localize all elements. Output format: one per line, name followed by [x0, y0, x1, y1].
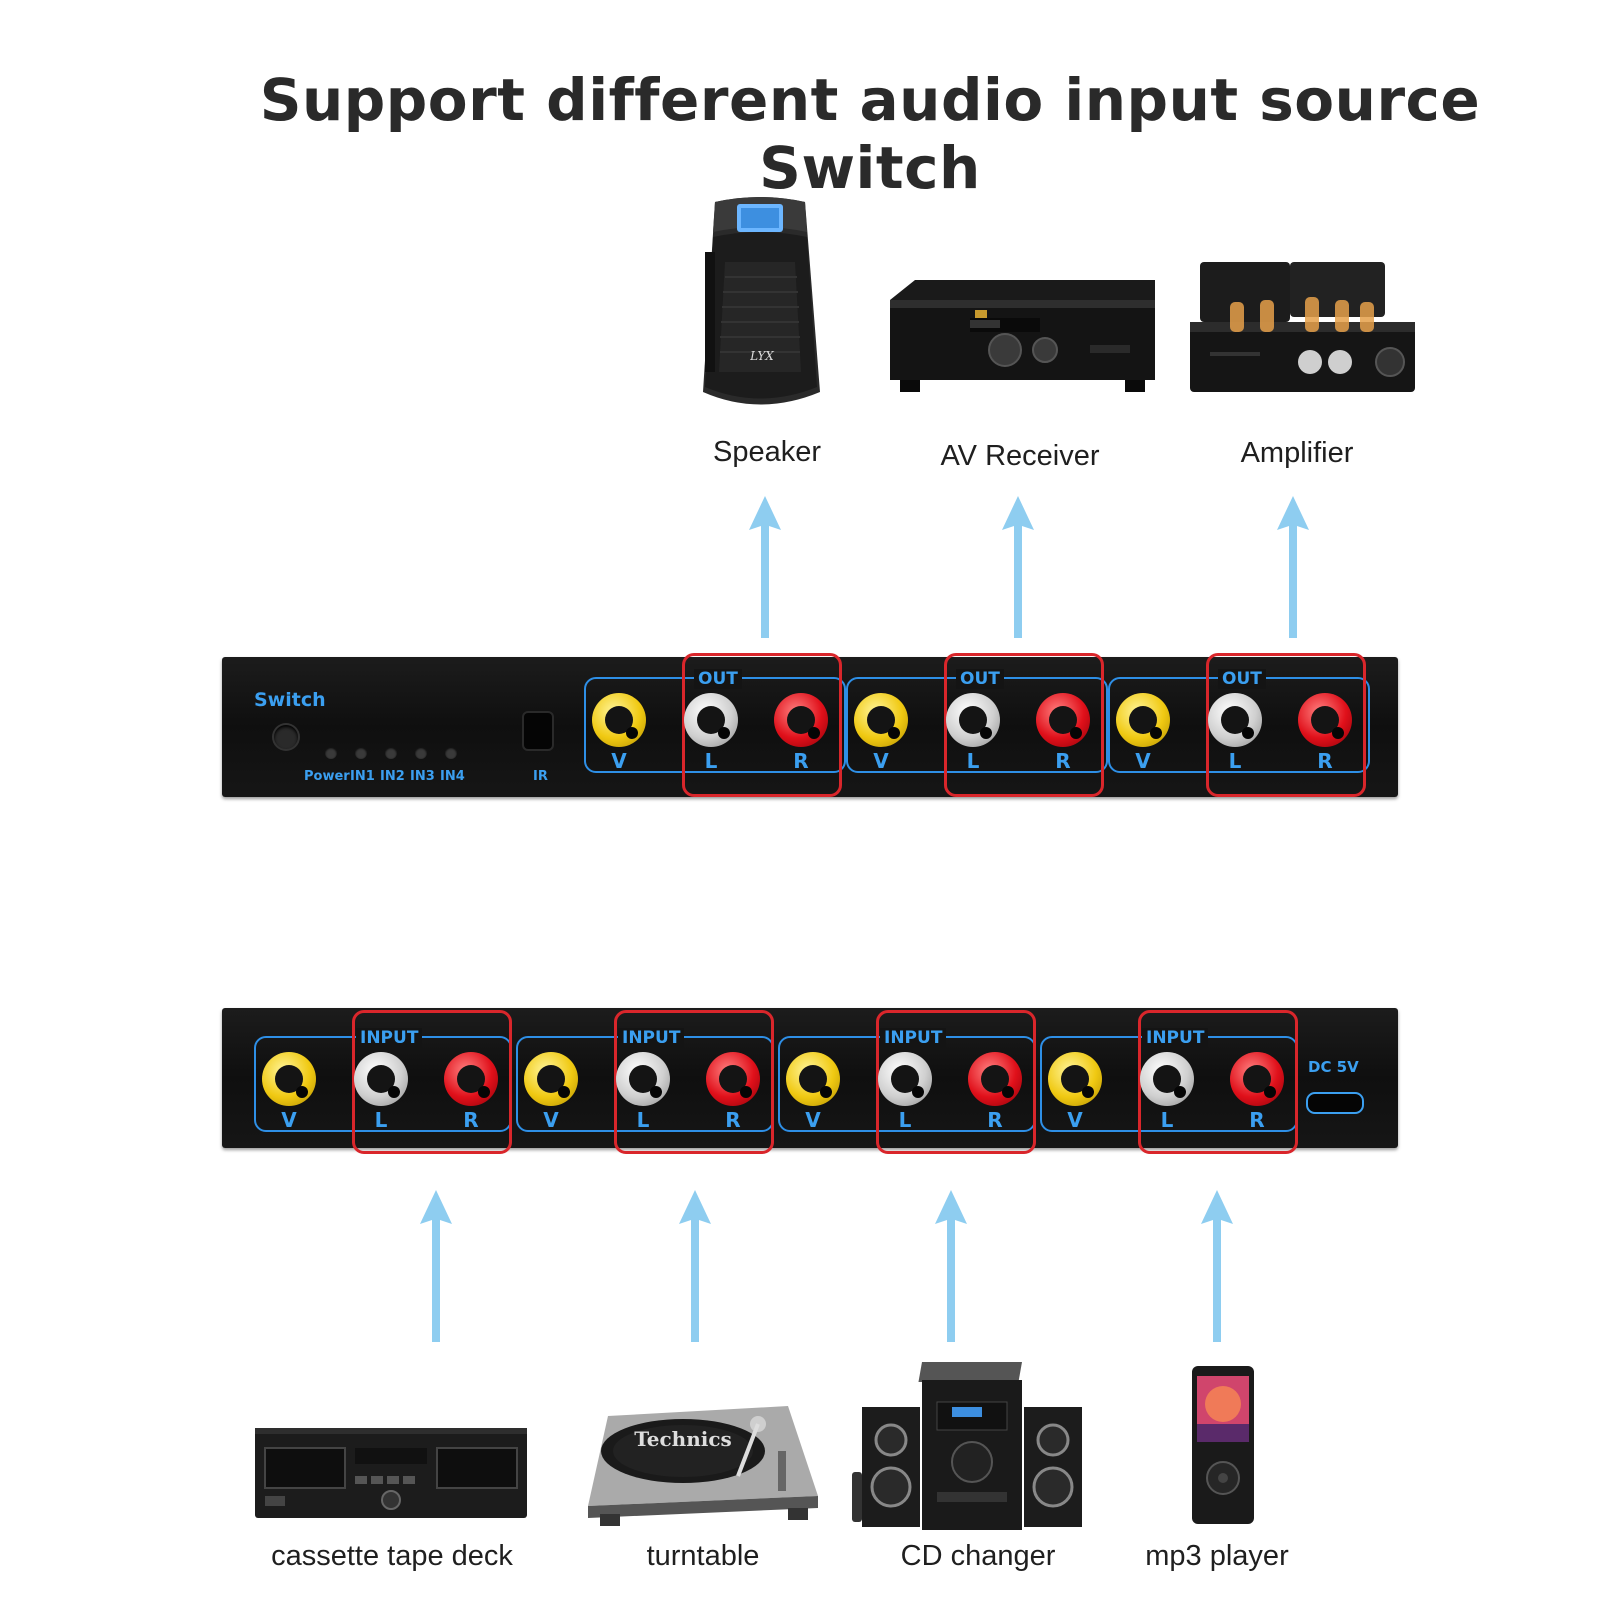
in1-led [355, 747, 367, 759]
input-4-highlight [1138, 1010, 1298, 1154]
input-3-l-letter: L [898, 1108, 912, 1132]
turntable-image: Technics [588, 1406, 818, 1526]
switch-button[interactable] [274, 725, 298, 749]
output-2-l-letter: L [966, 749, 980, 773]
output-3-left-jack[interactable] [1208, 693, 1262, 747]
input-4-v-letter: V [1067, 1108, 1083, 1132]
switch-label: Switch [254, 689, 326, 711]
dc-5v-label: DC 5V [1308, 1058, 1359, 1076]
input-4-left-jack[interactable] [1140, 1052, 1194, 1106]
in4-led [445, 747, 457, 759]
speaker-label: Speaker [712, 436, 821, 468]
input-1-highlight [352, 1010, 512, 1154]
input-3-video-jack[interactable] [786, 1052, 840, 1106]
usb-c-power-port[interactable] [1306, 1092, 1364, 1114]
output-1-r-letter: R [793, 749, 809, 773]
input-1-video-jack[interactable] [262, 1052, 316, 1106]
input-4-l-letter: L [1160, 1108, 1174, 1132]
cassette-tape-deck-label: cassette tape deck [271, 1540, 513, 1572]
input-2-v-letter: V [543, 1108, 559, 1132]
output-3-video-jack[interactable] [1116, 693, 1170, 747]
arrow-from-turntable [679, 1190, 711, 1342]
input-4-r-letter: R [1249, 1108, 1265, 1132]
input-2-left-jack[interactable] [616, 1052, 670, 1106]
input-1-r-letter: R [463, 1108, 479, 1132]
front-panel: Switch Power IN1 IN2 IN3 IN4 IR OUT V L … [222, 653, 1398, 797]
output-2-video-jack[interactable] [854, 693, 908, 747]
arrow-from-cd-changer [935, 1190, 967, 1342]
output-2-r-letter: R [1055, 749, 1071, 773]
in3-led-label: IN3 [410, 769, 435, 784]
turntable-label: turntable [646, 1540, 760, 1572]
output-3-highlight [1206, 653, 1366, 797]
in2-led [385, 747, 397, 759]
input-3-highlight [876, 1010, 1036, 1154]
output-1-highlight [682, 653, 842, 797]
output-3-v-letter: V [1135, 749, 1151, 773]
page-title: Support different audio input source Swi… [259, 66, 1481, 202]
cd-changer-image [852, 1362, 1082, 1530]
input-2-highlight [614, 1010, 774, 1154]
arrow-to-amplifier [1277, 496, 1309, 638]
in1-led-label: IN1 [350, 769, 375, 784]
input-2-right-jack[interactable] [706, 1052, 760, 1106]
output-1-right-jack[interactable] [774, 693, 828, 747]
in3-led [415, 747, 427, 759]
output-2-left-jack[interactable] [946, 693, 1000, 747]
speaker-logo-text: LYX [749, 349, 774, 363]
output-3-r-letter: R [1317, 749, 1333, 773]
input-2-l-letter: L [636, 1108, 650, 1132]
input-4-right-jack[interactable] [1230, 1052, 1284, 1106]
input-1-v-letter: V [281, 1108, 297, 1132]
output-2-highlight [944, 653, 1104, 797]
arrow-from-cassette-deck [420, 1190, 452, 1342]
input-3-v-letter: V [805, 1108, 821, 1132]
mp3-player-label: mp3 player [1145, 1540, 1289, 1572]
power-led [325, 747, 337, 759]
output-3-right-jack[interactable] [1298, 693, 1352, 747]
input-2-r-letter: R [725, 1108, 741, 1132]
output-1-v-letter: V [611, 749, 627, 773]
arrow-to-av-receiver [1002, 496, 1034, 638]
input-3-right-jack[interactable] [968, 1052, 1022, 1106]
output-2-v-letter: V [873, 749, 889, 773]
ir-sensor [524, 713, 552, 749]
input-label-2: INPUT [618, 1028, 685, 1048]
ir-label: IR [533, 769, 548, 784]
av-receiver-label: AV Receiver [940, 440, 1100, 472]
output-1-left-jack[interactable] [684, 693, 738, 747]
input-2-video-jack[interactable] [524, 1052, 578, 1106]
output-1-video-jack[interactable] [592, 693, 646, 747]
arrow-to-speaker [749, 496, 781, 638]
turntable-logo-text: Technics [634, 1427, 732, 1451]
arrow-from-mp3-player [1201, 1190, 1233, 1342]
input-4-video-jack[interactable] [1048, 1052, 1102, 1106]
out-label-2: OUT [956, 669, 1004, 689]
amplifier-label: Amplifier [1240, 437, 1354, 469]
out-label-1: OUT [694, 669, 742, 689]
amplifier-image [1190, 262, 1415, 392]
input-label-4: INPUT [1142, 1028, 1209, 1048]
input-3-r-letter: R [987, 1108, 1003, 1132]
power-led-label: Power [304, 769, 350, 784]
input-1-left-jack[interactable] [354, 1052, 408, 1106]
mp3-player-image [1192, 1366, 1254, 1524]
rear-panel: INPUT V L R INPUT V L R INPUT V L R INPU… [222, 1008, 1398, 1154]
input-label-3: INPUT [880, 1028, 947, 1048]
speaker-image: LYX [703, 197, 820, 405]
input-label-1: INPUT [356, 1028, 423, 1048]
in2-led-label: IN2 [380, 769, 405, 784]
cd-changer-label: CD changer [900, 1540, 1056, 1572]
input-3-left-jack[interactable] [878, 1052, 932, 1106]
output-1-l-letter: L [704, 749, 718, 773]
out-label-3: OUT [1218, 669, 1266, 689]
input-1-right-jack[interactable] [444, 1052, 498, 1106]
output-3-l-letter: L [1228, 749, 1242, 773]
av-receiver-image [890, 280, 1155, 392]
input-1-l-letter: L [374, 1108, 388, 1132]
output-2-right-jack[interactable] [1036, 693, 1090, 747]
cassette-tape-deck-image [255, 1428, 527, 1518]
in4-led-label: IN4 [440, 769, 465, 784]
